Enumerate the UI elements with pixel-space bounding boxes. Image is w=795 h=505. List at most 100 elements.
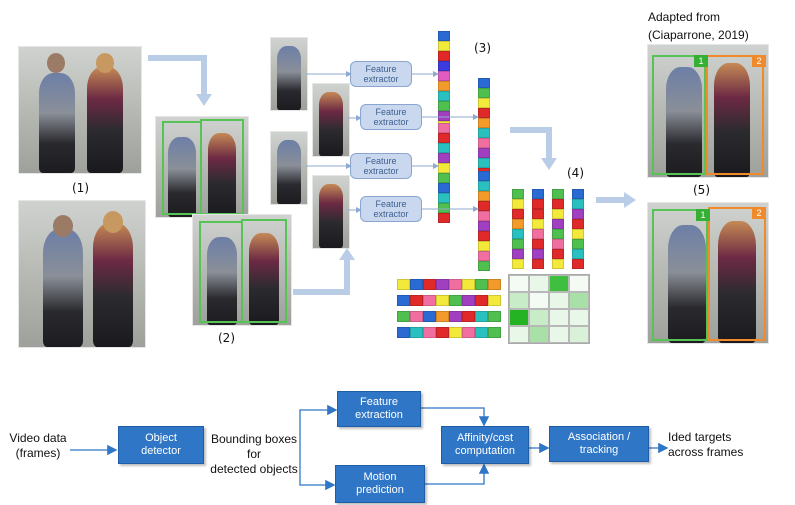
output-label: Ided targets across frames xyxy=(668,430,760,460)
step-label-3: (3) xyxy=(474,41,491,55)
vector-cell xyxy=(410,311,423,322)
arrow-head xyxy=(624,192,636,208)
vector-cell xyxy=(438,111,450,121)
vector-cell xyxy=(532,249,544,259)
vector-cell xyxy=(462,295,475,306)
person-right xyxy=(249,233,279,325)
vector-cell xyxy=(449,279,462,290)
association-tracking-box: Association / tracking xyxy=(549,426,649,462)
vector-cell xyxy=(436,279,449,290)
motion-prediction-box: Motion prediction xyxy=(335,465,425,503)
vector-cell xyxy=(478,221,490,231)
track-box-1 xyxy=(652,55,706,175)
vector-cell xyxy=(552,249,564,259)
vector-cell xyxy=(438,61,450,71)
feature-extractor-box: Feature extractor xyxy=(360,104,422,130)
head xyxy=(103,211,123,233)
row-vector-3 xyxy=(397,311,501,322)
detection-box xyxy=(241,219,287,323)
vector-cell xyxy=(552,239,564,249)
attribution-line-1: Adapted from xyxy=(648,10,721,24)
matrix-cell xyxy=(509,326,529,343)
vector-cell xyxy=(552,189,564,199)
motion-prediction-line-2: prediction xyxy=(356,484,404,496)
matrix-cell xyxy=(569,292,589,309)
matrix-cell xyxy=(549,275,569,292)
arrow-head xyxy=(196,94,212,106)
vector-cell xyxy=(572,199,584,209)
person-right xyxy=(714,63,750,177)
object-detector-line-1: Object xyxy=(145,432,177,444)
vector-cell xyxy=(478,231,490,241)
vector-cell xyxy=(478,78,490,88)
person-left xyxy=(207,237,237,325)
vector-cell xyxy=(512,219,524,229)
vector-cell xyxy=(552,259,564,269)
vector-cell xyxy=(532,219,544,229)
vector-cell xyxy=(552,229,564,239)
vector-cell xyxy=(438,41,450,51)
vector-cell xyxy=(478,261,490,271)
track-id-tag-2: 2 xyxy=(752,207,766,219)
person-left xyxy=(668,225,706,343)
row-vector-2 xyxy=(397,295,501,306)
track-box-2 xyxy=(706,55,764,175)
crop-2 xyxy=(312,83,350,157)
output-line-1: Ided targets xyxy=(668,430,732,444)
vector-cell xyxy=(449,327,462,338)
track-id-tag-1: 1 xyxy=(694,55,708,67)
bent-arrow-3 xyxy=(510,127,552,160)
vector-cell xyxy=(397,327,410,338)
vector-cell xyxy=(478,138,490,148)
vector-cell xyxy=(438,31,450,41)
detection-frame-2 xyxy=(192,214,292,326)
vector-cell xyxy=(478,108,490,118)
vector-cell xyxy=(532,259,544,269)
track-id-tag-2: 2 xyxy=(752,55,766,67)
input-frame-1 xyxy=(18,46,142,174)
vector-cell xyxy=(512,259,524,269)
vector-cell xyxy=(478,181,490,191)
vector-cell xyxy=(397,295,410,306)
vector-cell xyxy=(438,143,450,153)
step-label-1: (1) xyxy=(72,181,89,195)
bent-arrow-1 xyxy=(148,55,207,96)
vector-cell xyxy=(462,311,475,322)
vector-cell xyxy=(438,173,450,183)
feature-extractor-box: Feature extractor xyxy=(350,61,412,87)
vector-cell xyxy=(532,229,544,239)
vector-cell xyxy=(572,259,584,269)
feature-extraction-line-1: Feature xyxy=(360,396,398,408)
video-input-label: Video data (frames) xyxy=(4,431,72,461)
vector-cell xyxy=(438,91,450,101)
affinity-line-1: Affinity/cost xyxy=(456,432,514,444)
matrix-cell xyxy=(569,275,589,292)
feature-extraction-line-2: extraction xyxy=(355,409,403,421)
crop-3 xyxy=(270,131,308,205)
vector-cell xyxy=(478,251,490,261)
vector-cell xyxy=(488,279,501,290)
vector-cell xyxy=(532,199,544,209)
matrix-cell xyxy=(509,292,529,309)
vector-cell xyxy=(532,239,544,249)
vector-cell xyxy=(475,311,488,322)
affinity-line-2: computation xyxy=(455,445,515,457)
track-vector-1 xyxy=(512,189,524,269)
vector-cell xyxy=(488,327,501,338)
step-label-2: (2) xyxy=(218,331,235,345)
track-box-1 xyxy=(652,209,708,341)
head xyxy=(53,215,73,237)
vector-cell xyxy=(572,229,584,239)
head xyxy=(96,53,114,73)
bbox-line-3: detected objects xyxy=(210,462,298,476)
vector-cell xyxy=(488,311,501,322)
track-id-tag-1: 1 xyxy=(696,209,710,221)
bounding-boxes-label: Bounding boxes for detected objects xyxy=(204,432,304,477)
video-input-line-1: Video data xyxy=(9,431,67,445)
motion-prediction-line-1: Motion xyxy=(363,471,397,483)
association-line-2: tracking xyxy=(579,444,619,456)
vector-cell xyxy=(475,279,488,290)
track-vector-2 xyxy=(532,189,544,269)
matrix-cell xyxy=(569,309,589,326)
person-woman-right xyxy=(87,67,123,173)
